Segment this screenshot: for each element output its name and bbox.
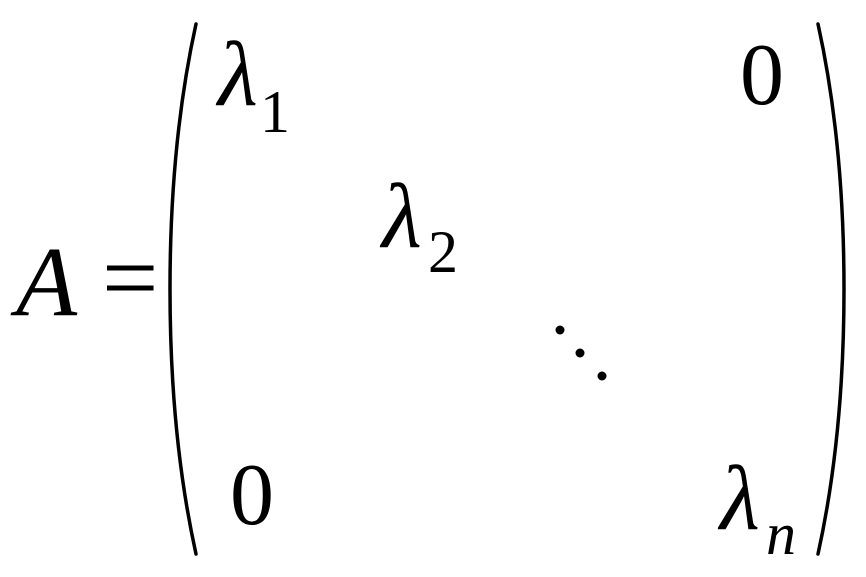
matrix-zero-top-right: 0 [740, 27, 784, 124]
diagonal-ellipsis [555, 325, 607, 381]
matrix-entry-lambda-n-subscript: n [766, 501, 796, 567]
matrix-entry-lambda-2-subscript: 2 [428, 219, 458, 285]
equals-sign: = [102, 222, 159, 333]
matrix-entry-lambda-1-subscript: 1 [260, 79, 290, 145]
ellipsis-dot-1 [555, 325, 565, 335]
matrix-entry-lambda-2: λ [382, 165, 422, 267]
matrix-entry-lambda-1: λ [218, 23, 258, 125]
ellipsis-dot-2 [575, 348, 585, 358]
matrix-name: A [16, 226, 78, 337]
ellipsis-dot-3 [597, 371, 607, 381]
matrix-entry-lambda-n: λ [720, 447, 760, 549]
right-parenthesis [816, 22, 846, 556]
matrix-zero-bottom-left: 0 [230, 447, 274, 544]
left-parenthesis [168, 22, 198, 556]
